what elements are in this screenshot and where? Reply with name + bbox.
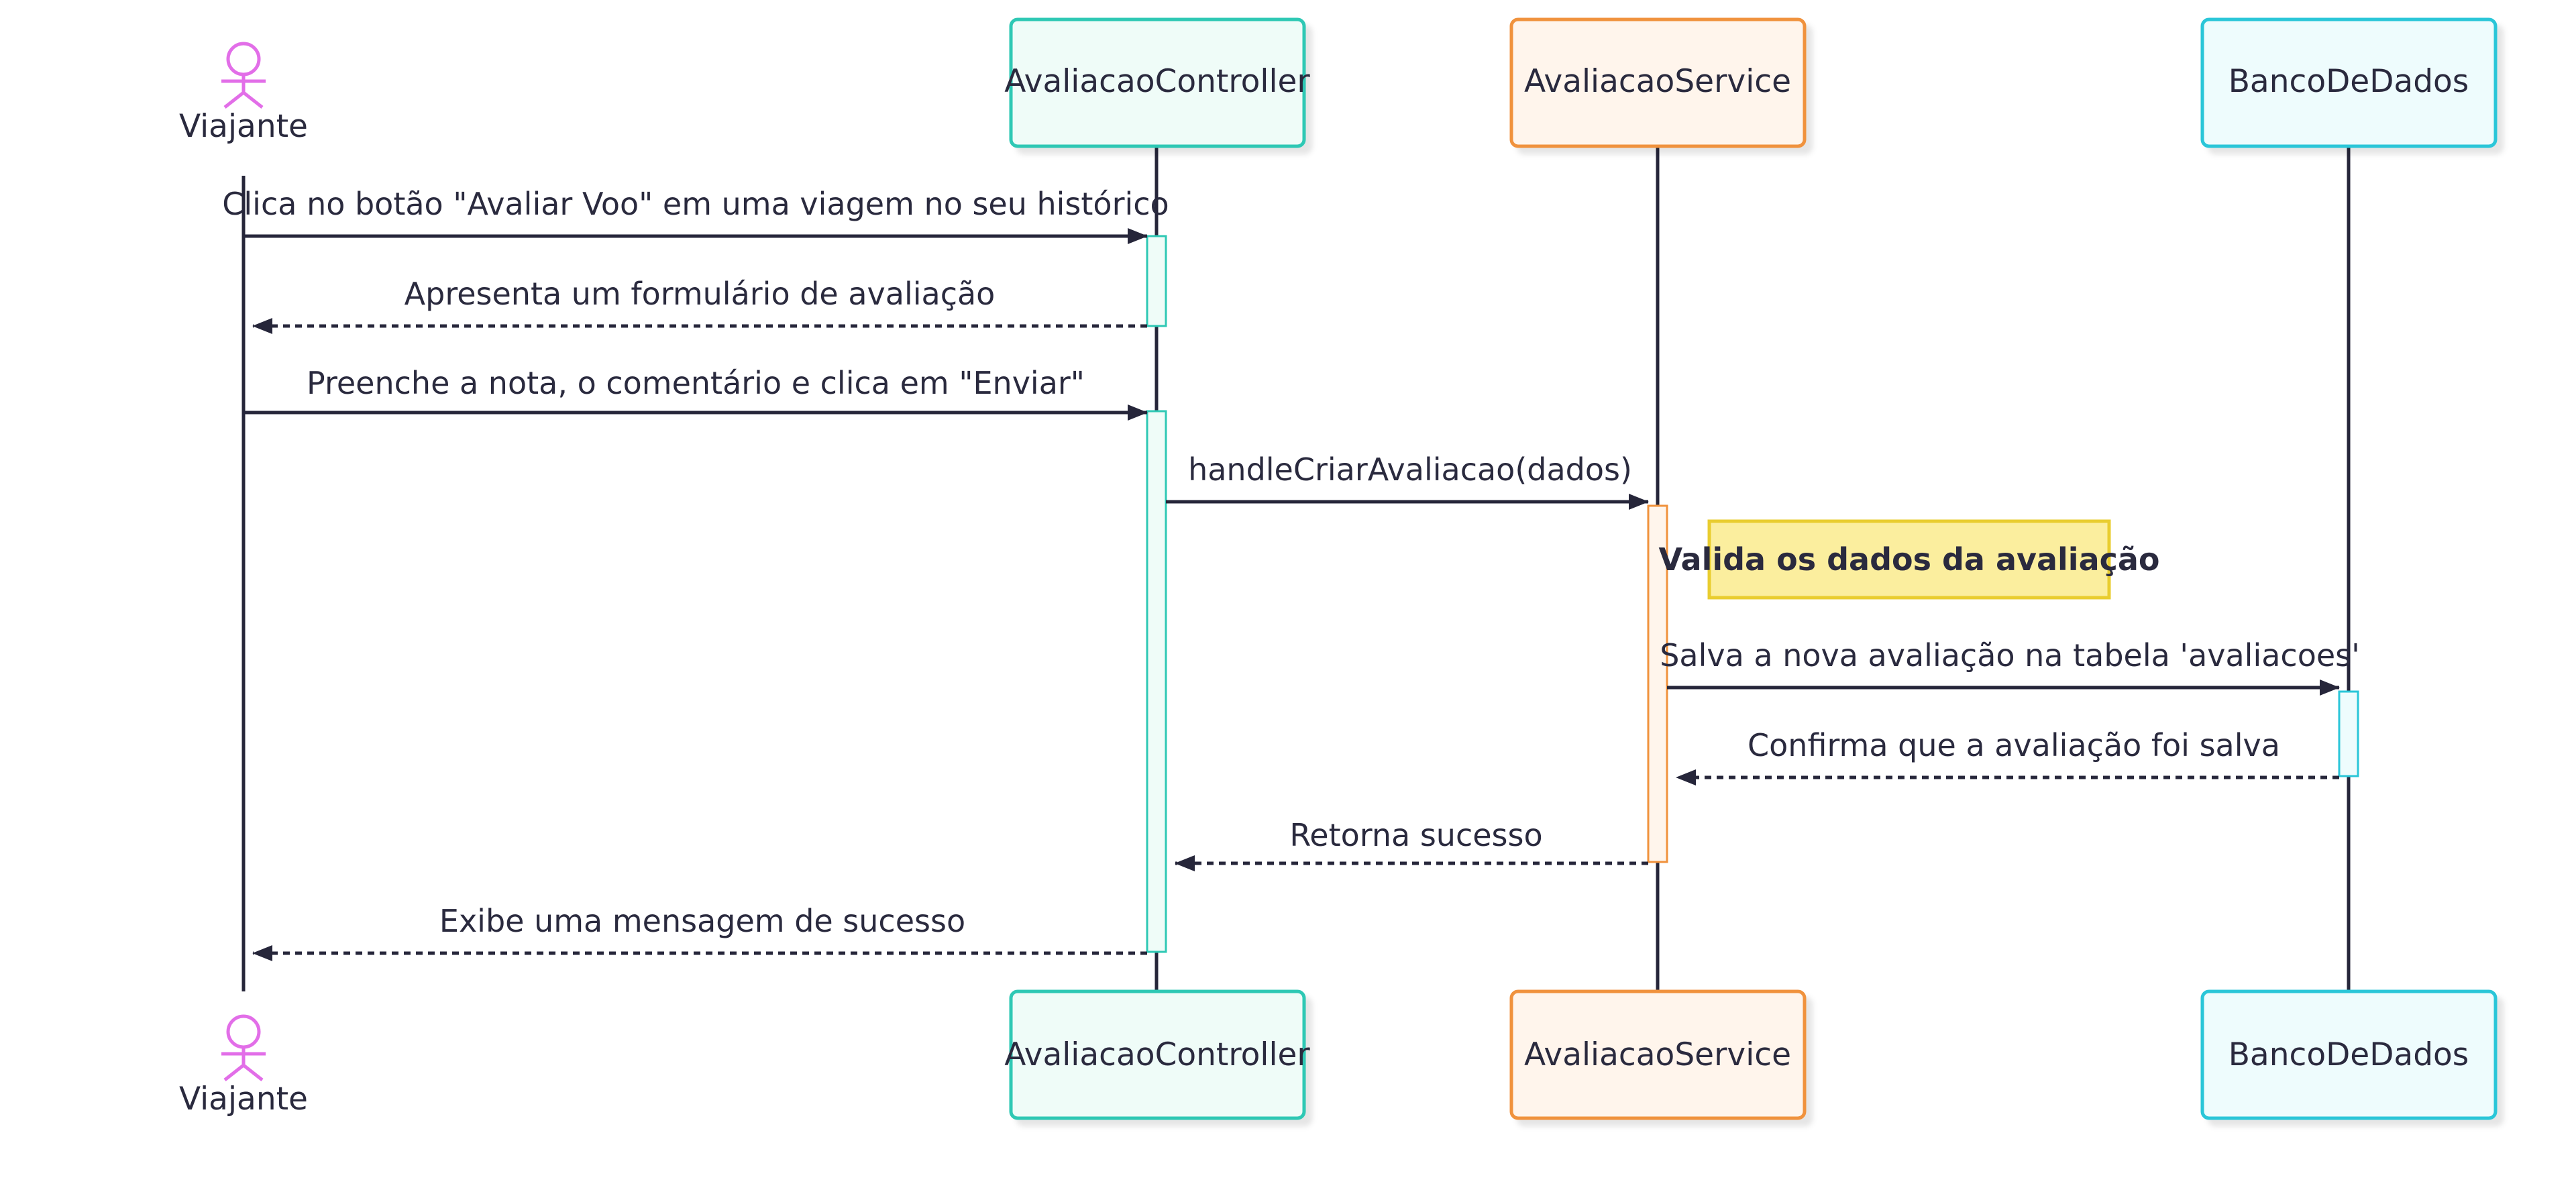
participant-label: AvaliacaoService bbox=[1524, 1036, 1791, 1073]
actor-label: Viajante bbox=[179, 108, 308, 145]
message-6: Confirma que a avaliação foi salva bbox=[1676, 727, 2339, 785]
stick-figure-icon bbox=[221, 1014, 266, 1081]
participant-label: AvaliacaoController bbox=[1004, 1036, 1310, 1073]
participant-service-bottom[interactable]: AvaliacaoService bbox=[1509, 989, 1807, 1120]
participant-controller-top[interactable]: AvaliacaoController bbox=[1004, 17, 1310, 148]
actor-label: Viajante bbox=[179, 1081, 308, 1118]
message-2: Apresenta um formulário de avaliação bbox=[252, 276, 1147, 334]
message-8: Exibe uma mensagem de sucesso bbox=[252, 903, 1147, 961]
message-label: Retorna sucesso bbox=[1289, 817, 1542, 853]
message-3: Preenche a nota, o comentário e clica em… bbox=[244, 365, 1148, 421]
message-5: Salva a nova avaliação na tabela 'avalia… bbox=[1660, 637, 2360, 696]
participant-label: AvaliacaoService bbox=[1524, 63, 1791, 100]
stick-figure-icon bbox=[221, 42, 266, 109]
activation-controller-1 bbox=[1146, 235, 1167, 327]
message-label: Apresenta um formulário de avaliação bbox=[405, 276, 996, 312]
actor-viajante-bottom[interactable]: Viajante bbox=[179, 1014, 308, 1118]
message-label: Clica no botão "Avaliar Voo" em uma viag… bbox=[222, 186, 1169, 222]
message-7: Retorna sucesso bbox=[1175, 817, 1648, 871]
participant-label: BancoDeDados bbox=[2229, 1036, 2469, 1073]
activations bbox=[1146, 235, 2359, 953]
message-1: Clica no botão "Avaliar Voo" em uma viag… bbox=[222, 186, 1169, 244]
message-label: handleCriarAvaliacao(dados) bbox=[1188, 451, 1632, 488]
note-label: Valida os dados da avaliação bbox=[1658, 541, 2159, 578]
message-label: Salva a nova avaliação na tabela 'avalia… bbox=[1660, 637, 2360, 673]
participant-controller-bottom[interactable]: AvaliacaoController bbox=[1004, 989, 1310, 1120]
participant-service-top[interactable]: AvaliacaoService bbox=[1509, 17, 1807, 148]
message-label: Exibe uma mensagem de sucesso bbox=[439, 903, 965, 939]
note-validation: Valida os dados da avaliação bbox=[1658, 519, 2160, 600]
activation-database bbox=[2338, 690, 2359, 777]
participant-label: BancoDeDados bbox=[2229, 63, 2469, 100]
message-4: handleCriarAvaliacao(dados) bbox=[1166, 451, 1649, 510]
activation-controller-2 bbox=[1146, 410, 1167, 953]
message-label: Preenche a nota, o comentário e clica em… bbox=[307, 365, 1085, 401]
message-label: Confirma que a avaliação foi salva bbox=[1748, 727, 2280, 763]
actor-viajante-top[interactable]: Viajante bbox=[179, 42, 308, 145]
participant-database-bottom[interactable]: BancoDeDados bbox=[2200, 989, 2498, 1120]
participant-database-top[interactable]: BancoDeDados bbox=[2200, 17, 2498, 148]
participant-label: AvaliacaoController bbox=[1004, 63, 1310, 100]
activation-service bbox=[1647, 504, 1668, 863]
